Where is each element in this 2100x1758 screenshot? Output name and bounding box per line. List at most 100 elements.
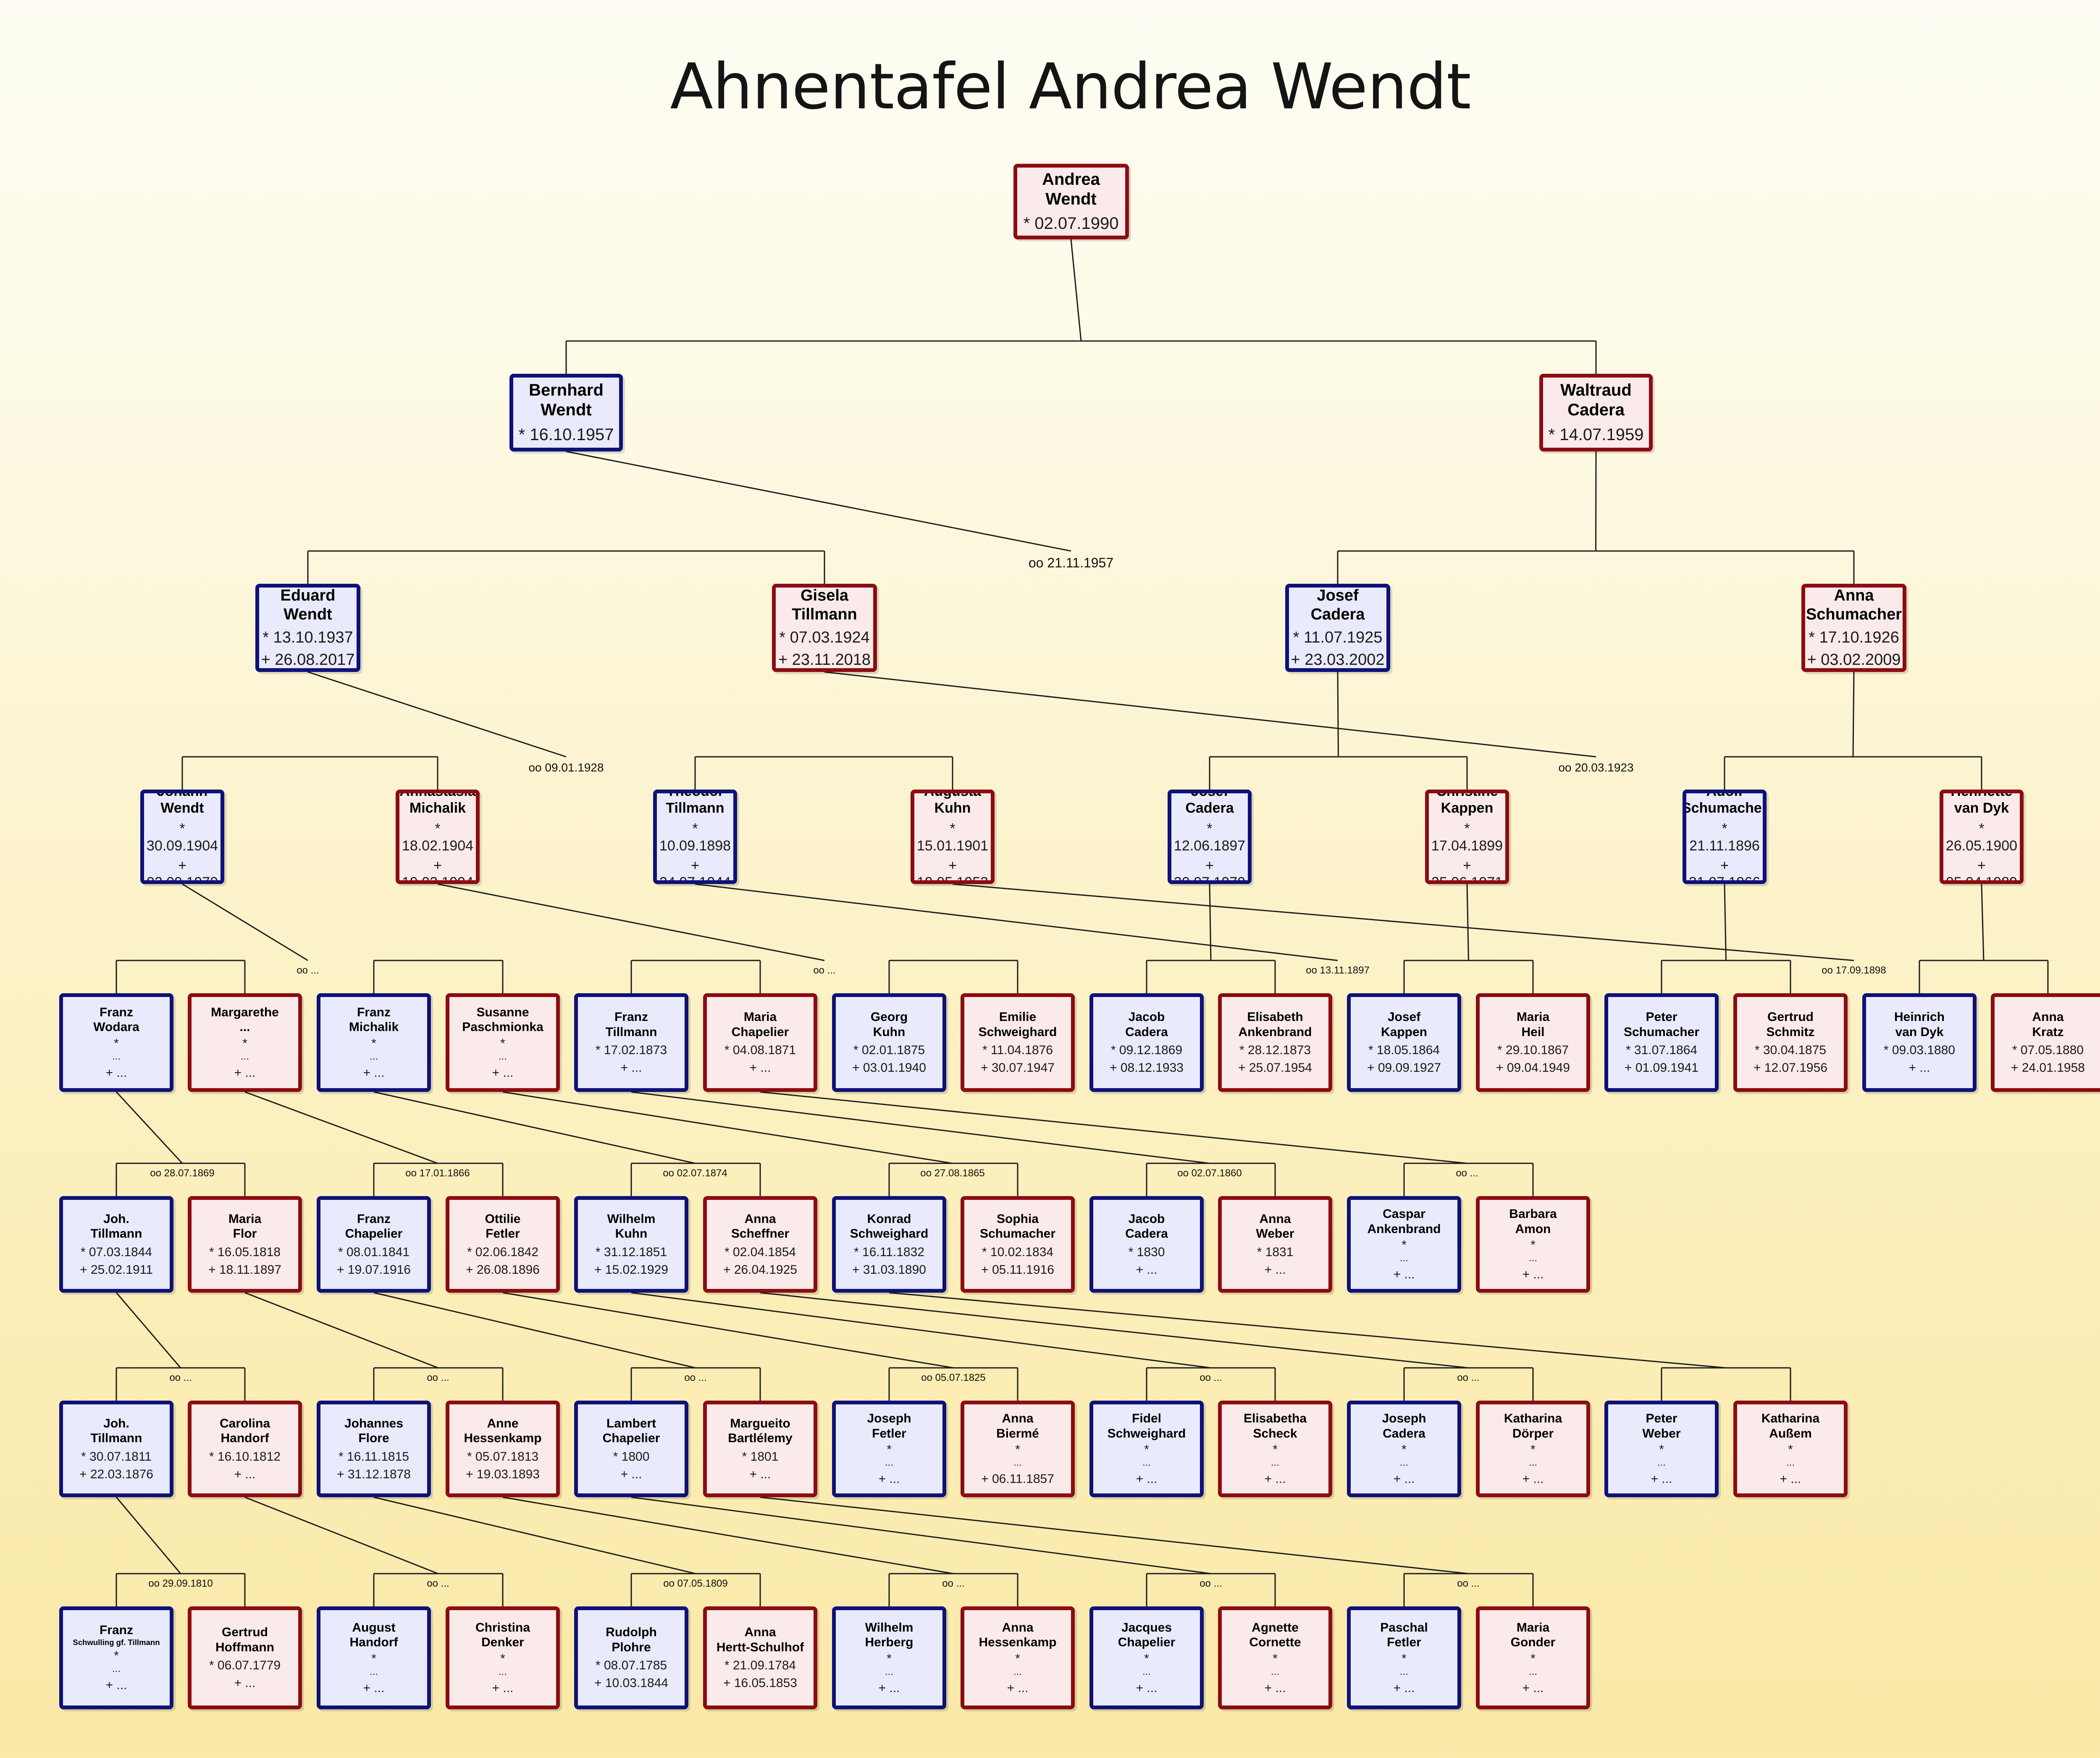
marriage-label: oo ... bbox=[427, 1372, 449, 1383]
person-surname: Dörper bbox=[1512, 1426, 1554, 1441]
person-box[interactable]: Joh.Tillmann* 30.07.1811+ 22.03.1876 bbox=[59, 1401, 173, 1497]
person-death-date: + ... bbox=[1007, 1681, 1029, 1695]
person-given-name: Joseph bbox=[867, 1412, 911, 1426]
person-box[interactable]: Margarethe...*...+ ... bbox=[188, 993, 302, 1092]
person-given-name: Margarethe bbox=[211, 1005, 279, 1019]
person-death-date: + 26.08.2017 bbox=[261, 651, 355, 669]
person-birth-date: * 1830 bbox=[1128, 1245, 1165, 1259]
person-given-name: Paschal bbox=[1380, 1620, 1428, 1635]
person-given-name: Katharina bbox=[1504, 1412, 1562, 1426]
person-death-date: + 24.01.1958 bbox=[2011, 1061, 2085, 1075]
person-birth-date: *... bbox=[885, 1651, 893, 1677]
marriage-label: oo 27.08.1865 bbox=[920, 1168, 985, 1179]
person-death-date: + ... bbox=[1136, 1262, 1158, 1277]
person-given-name: Maria bbox=[1516, 1010, 1550, 1024]
marriage-label: oo 09.01.1928 bbox=[528, 761, 604, 774]
person-birth-date: *... bbox=[1528, 1443, 1537, 1469]
person-surname: Schweighard bbox=[850, 1227, 929, 1241]
person-given-name: Elisabeth bbox=[1247, 1010, 1303, 1024]
person-surname: Cadera bbox=[1185, 800, 1234, 816]
person-given-name: Theodor bbox=[667, 790, 724, 799]
person-surname: Schumacher bbox=[1623, 1025, 1700, 1039]
person-death-date: + 30.07.1947 bbox=[980, 1061, 1055, 1075]
person-surname: Handorf bbox=[349, 1635, 398, 1650]
marriage-label: oo 28.07.1869 bbox=[150, 1168, 215, 1179]
person-birth-date: * 16.10.1957 bbox=[518, 425, 614, 444]
person-surname: Biermé bbox=[996, 1426, 1039, 1441]
person-death-date: + 06.11.1857 bbox=[981, 1472, 1054, 1486]
person-death-date: + ... bbox=[1264, 1681, 1286, 1695]
person-birth-date: * 14.07.1959 bbox=[1548, 425, 1644, 444]
person-death-date: + ... bbox=[1651, 1472, 1672, 1486]
person-box[interactable]: Joh.Tillmann* 07.03.1844+ 25.02.1911 bbox=[59, 1196, 173, 1293]
person-given-name: Johann bbox=[157, 790, 208, 799]
